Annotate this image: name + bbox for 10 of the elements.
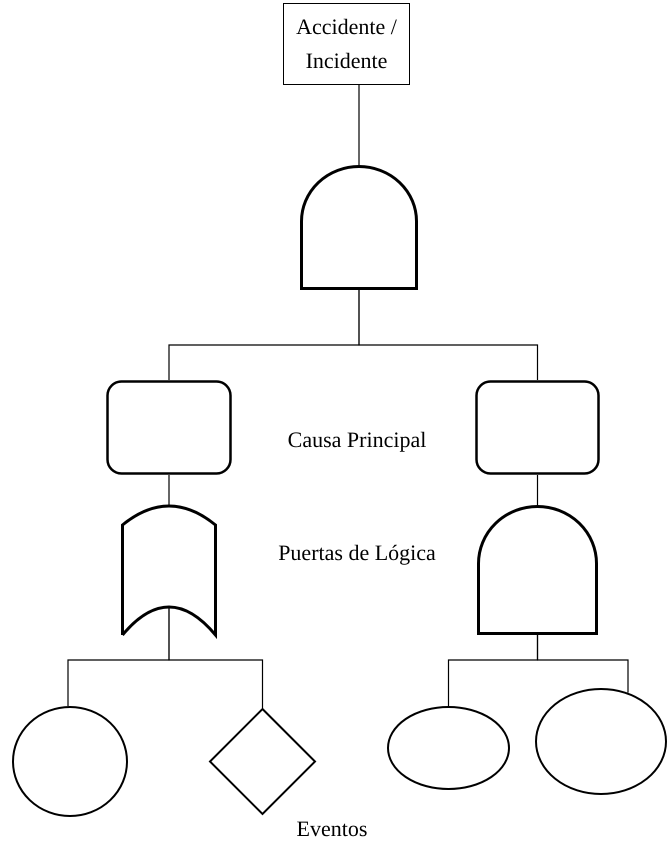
connector-line [168, 475, 170, 505]
annotation-text: Eventos [296, 815, 368, 843]
annotation-text: Puertas de Lógica [277, 539, 437, 567]
connector-line [358, 290, 538, 380]
connector-line [168, 608, 264, 708]
connector-line [358, 85, 360, 165]
connector-line [536, 475, 538, 505]
connector-line [536, 635, 629, 693]
top-event-box: Accidente / Incidente [283, 3, 410, 85]
annotation-text: Causa Principal [286, 426, 428, 454]
